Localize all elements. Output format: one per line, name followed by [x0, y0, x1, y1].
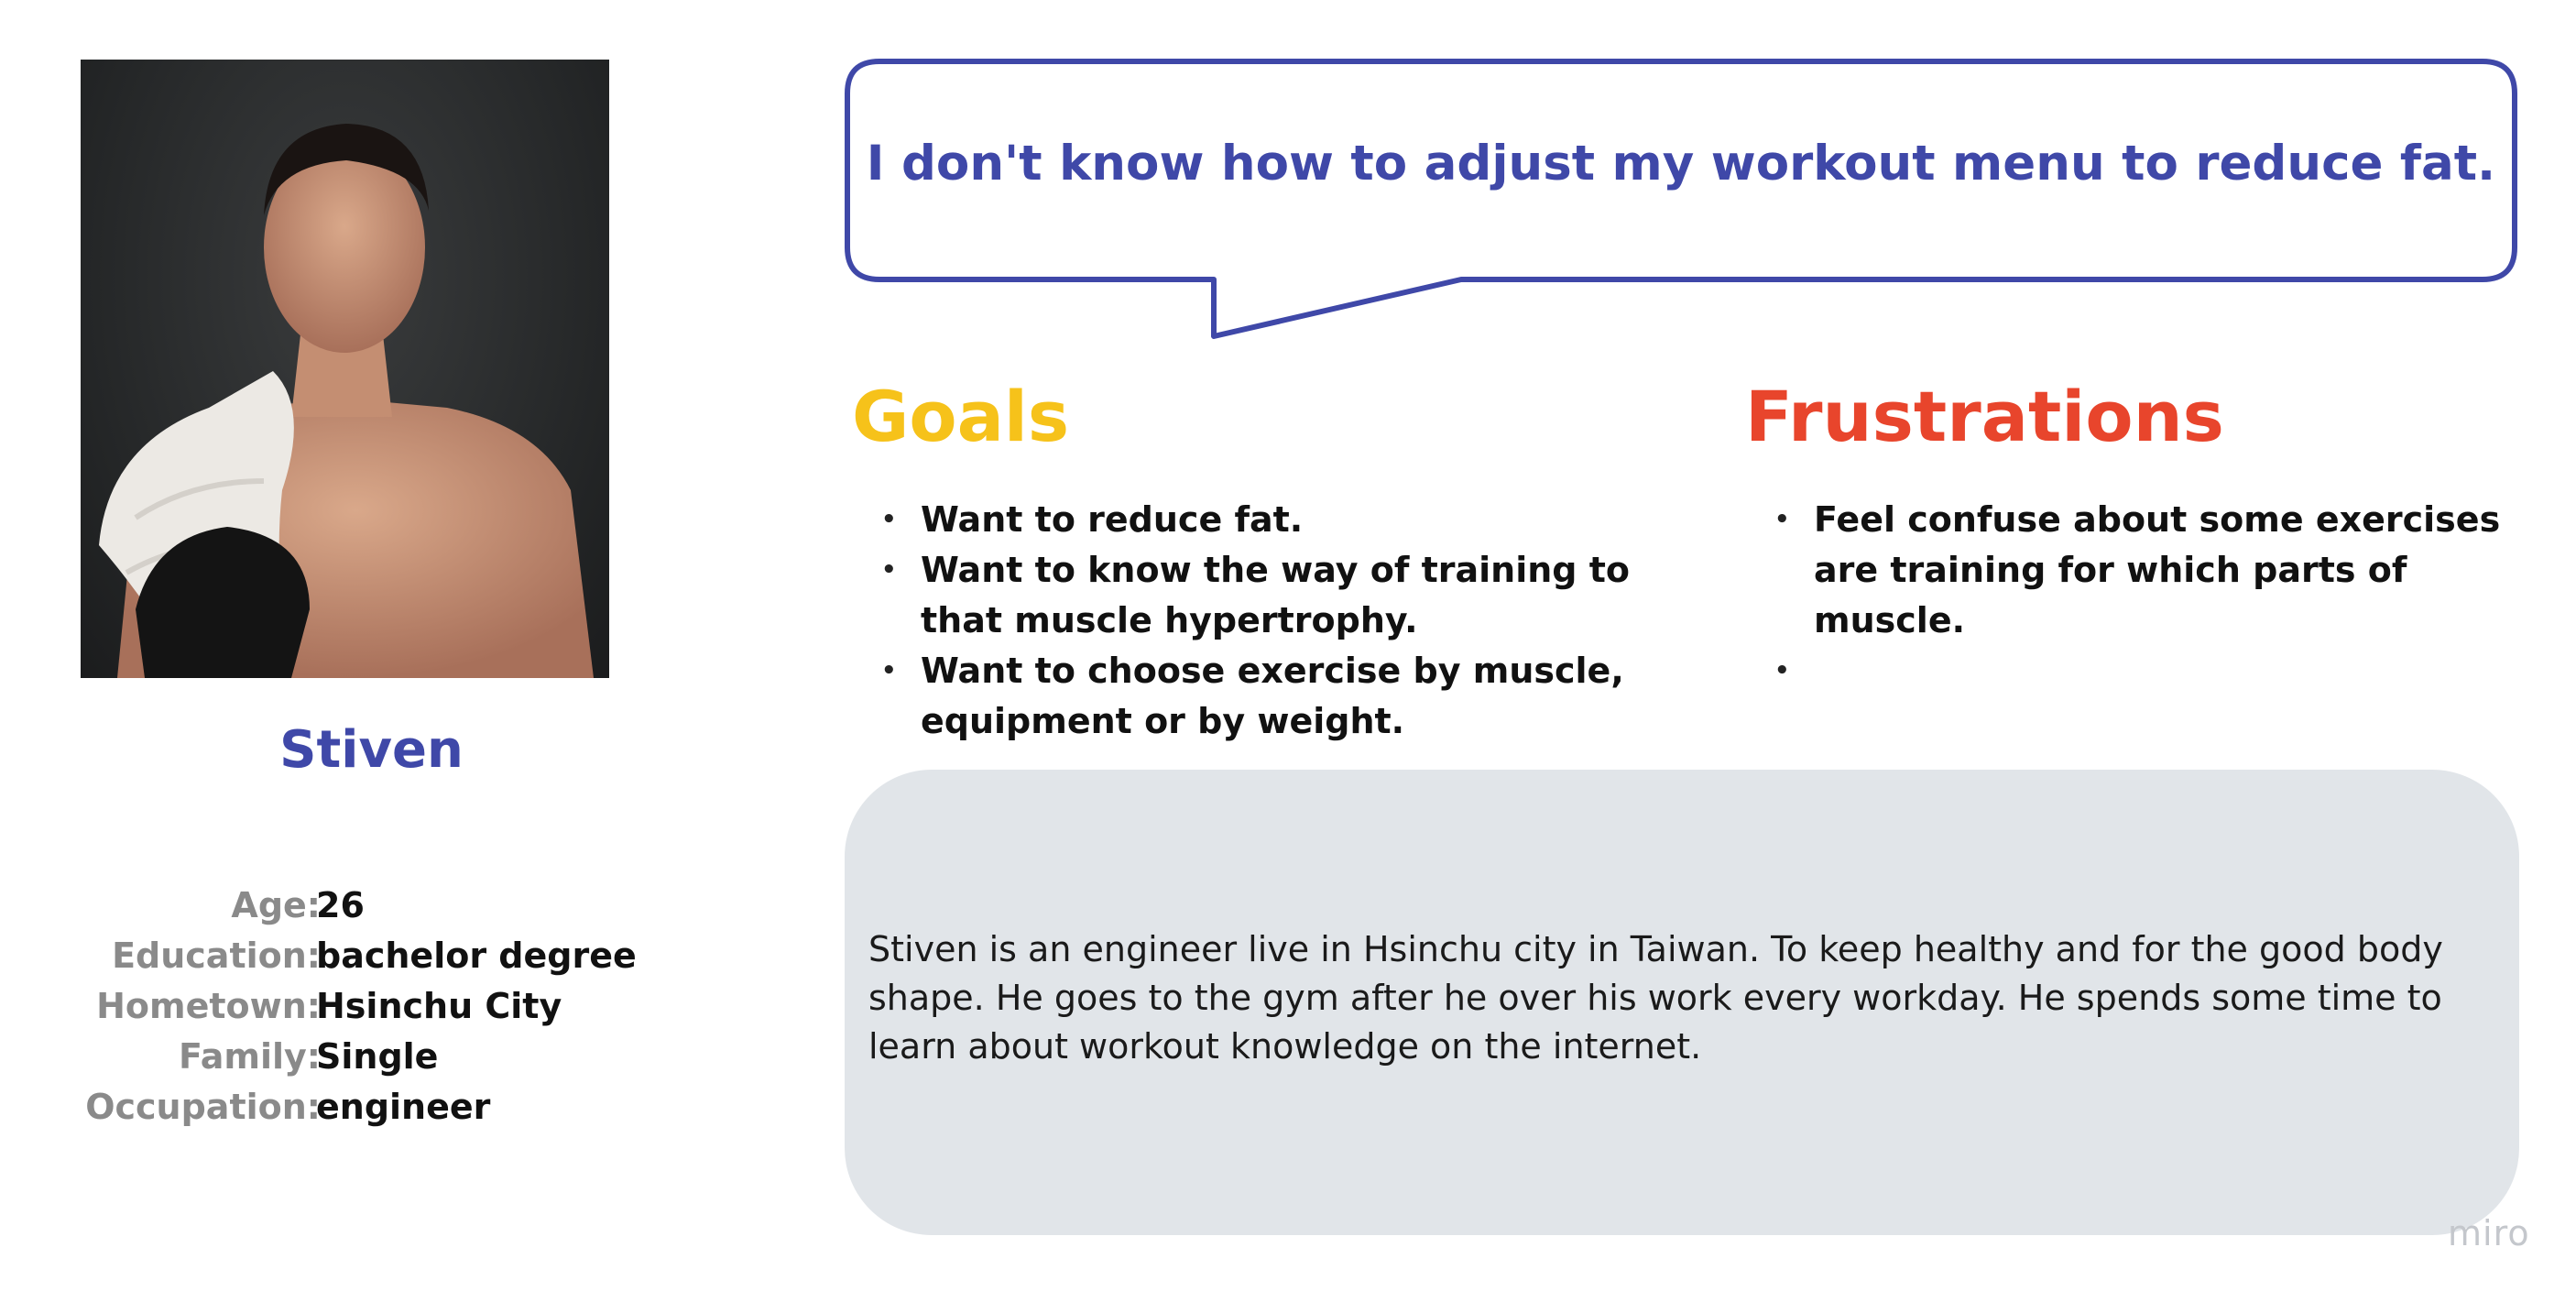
persona-quote: I don't know how to adjust my workout me… — [866, 136, 2496, 191]
list-item: ​ — [1745, 646, 2524, 696]
list-item: Want to choose exercise by muscle, equip… — [852, 646, 1640, 747]
bio-card — [845, 770, 2519, 1235]
info-value: Hsinchu City — [316, 986, 562, 1026]
list-item: Feel confuse about some exercises are tr… — [1745, 495, 2524, 646]
info-value: Single — [316, 1036, 439, 1077]
info-label: Hometown: — [96, 986, 321, 1026]
list-item: Want to reduce fat. — [852, 495, 1640, 545]
goals-title: Goals — [852, 376, 1070, 457]
info-label: Family: — [179, 1036, 321, 1077]
info-value: 26 — [316, 885, 365, 925]
goals-list: Want to reduce fat. Want to know the way… — [852, 495, 1640, 747]
info-value: engineer — [316, 1087, 491, 1127]
persona-name: Stiven — [279, 720, 464, 780]
speech-bubble-outline — [845, 59, 2517, 339]
info-value: bachelor degree — [316, 935, 637, 976]
info-row-family: Family: Single — [37, 1036, 641, 1088]
bio-text: Stiven is an engineer live in Hsinchu ci… — [868, 929, 2443, 1067]
info-label: Education: — [112, 935, 321, 976]
info-label: Occupation: — [85, 1087, 321, 1127]
quote-bubble: I don't know how to adjust my workout me… — [843, 57, 2519, 350]
persona-portrait-image — [99, 124, 594, 678]
info-row-age: Age: 26 — [37, 885, 641, 936]
info-row-education: Education: bachelor degree — [37, 935, 641, 987]
frustrations-list: Feel confuse about some exercises are tr… — [1745, 495, 2524, 696]
info-row-occupation: Occupation: engineer — [37, 1087, 641, 1138]
miro-watermark: miro — [2448, 1213, 2530, 1253]
frustrations-title: Frustrations — [1745, 376, 2224, 457]
persona-photo — [81, 60, 609, 678]
info-label: Age: — [231, 885, 321, 925]
list-item: Want to know the way of training to that… — [852, 545, 1640, 646]
info-row-hometown: Hometown: Hsinchu City — [37, 986, 641, 1037]
